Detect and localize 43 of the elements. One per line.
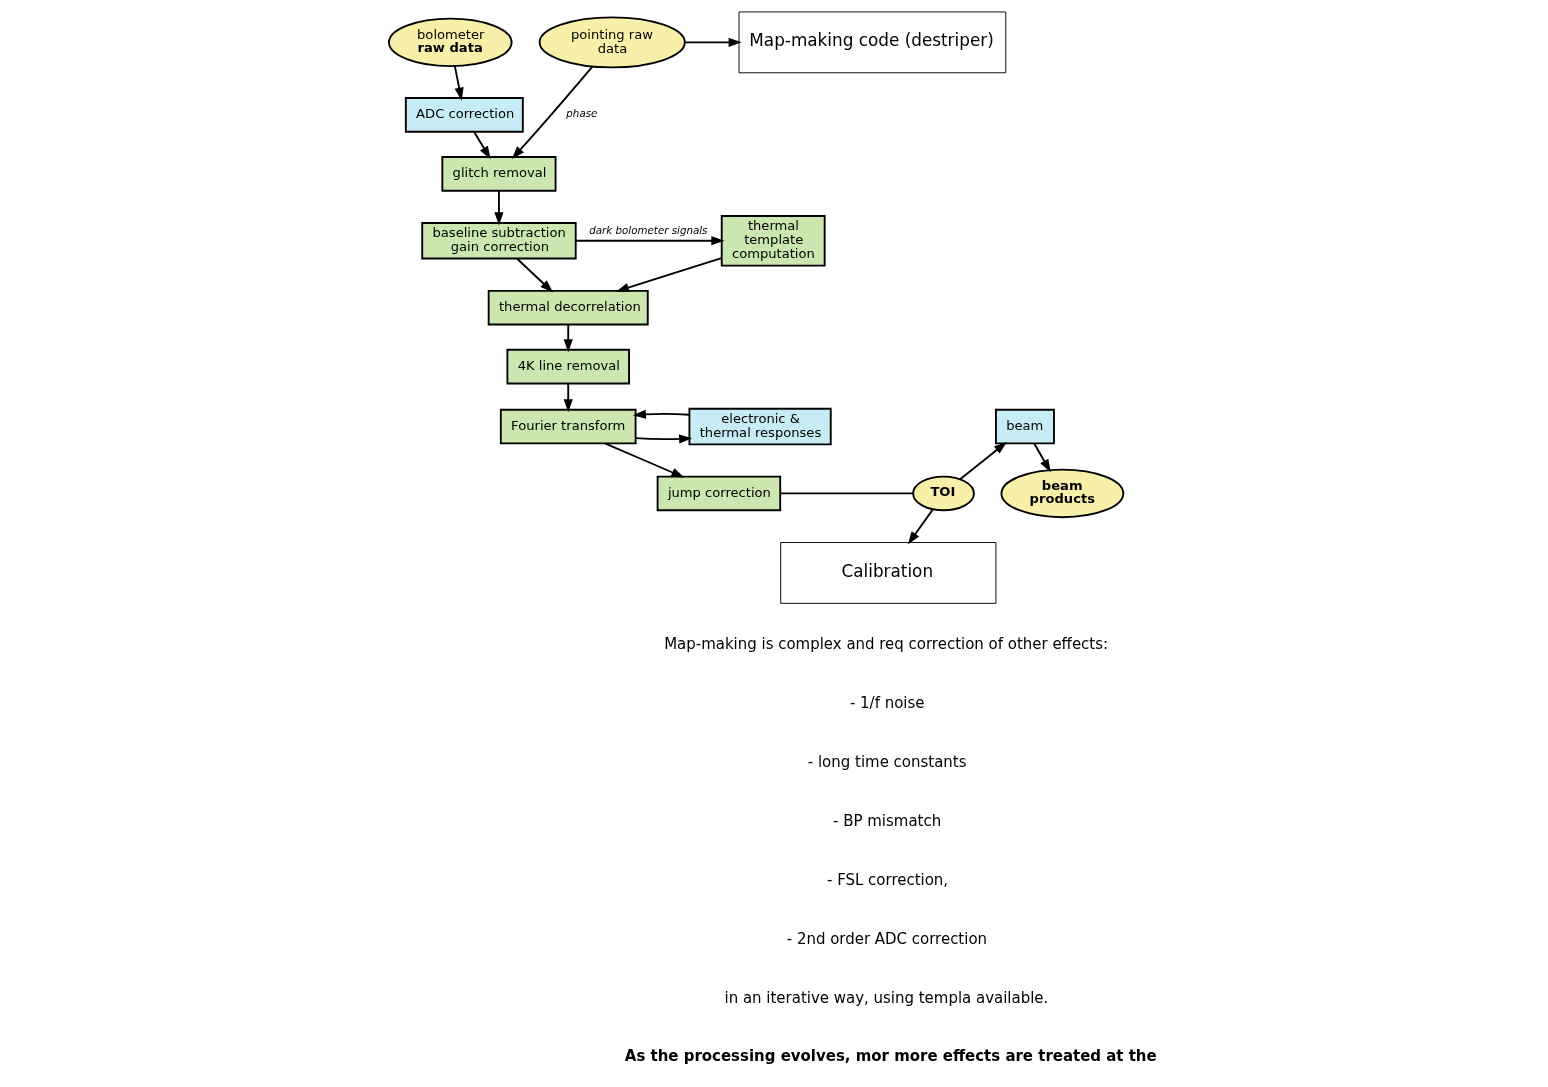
arrow [1033, 442, 1051, 473]
arrow [632, 409, 691, 419]
arrow [615, 257, 723, 293]
arrow [511, 65, 594, 160]
node-ellipse: bolometer raw data [388, 17, 513, 68]
arrow [453, 65, 464, 101]
node-box: Calibration [780, 542, 997, 604]
node-box: baseline subtraction gain correction [421, 222, 577, 260]
label: - long time constants [807, 752, 967, 771]
arrow [604, 442, 685, 478]
edge-label: phase [566, 106, 598, 119]
arrow [494, 189, 504, 226]
node-box: jump correction [656, 475, 782, 512]
node-ellipse: pointing raw data [538, 16, 686, 69]
label: - 1/f noise [849, 693, 925, 712]
label: in an iterative way, using templa available. [724, 988, 1049, 1007]
node-ellipse: beam products [1000, 468, 1125, 519]
node-ellipse: TOI [912, 475, 975, 512]
arrow [634, 434, 693, 444]
edge-label: dark bolometer signals [589, 224, 708, 237]
arrow [959, 441, 1008, 481]
label: - 2nd order ADC correction [786, 929, 988, 948]
node-box: 4K line removal [506, 348, 630, 385]
node-box: thermal template computation [720, 215, 826, 267]
node-box: glitch removal [441, 156, 557, 192]
arrow [684, 37, 742, 47]
node-box: beam [995, 408, 1055, 445]
arrow [563, 323, 573, 353]
node-box: Map-making code (destriper) [738, 11, 1007, 74]
label: - BP mismatch [833, 811, 942, 830]
arrow [563, 382, 573, 413]
arrow [907, 508, 934, 545]
arrow [516, 257, 554, 293]
node-box: Fourier transform [499, 408, 637, 445]
node-box: electronic & thermal responses [688, 407, 832, 446]
node-box: ADC correction [404, 97, 524, 133]
label: Map-making is complex and req correction of other effects: [664, 635, 1109, 654]
arrow [473, 131, 491, 160]
node-box: thermal decorrelation [487, 289, 649, 326]
label: As the processing evolves, mor more effects are treated at the [624, 1046, 1157, 1065]
connector [779, 492, 914, 495]
arrow [574, 236, 725, 246]
label: - FSL correction, [827, 870, 949, 889]
